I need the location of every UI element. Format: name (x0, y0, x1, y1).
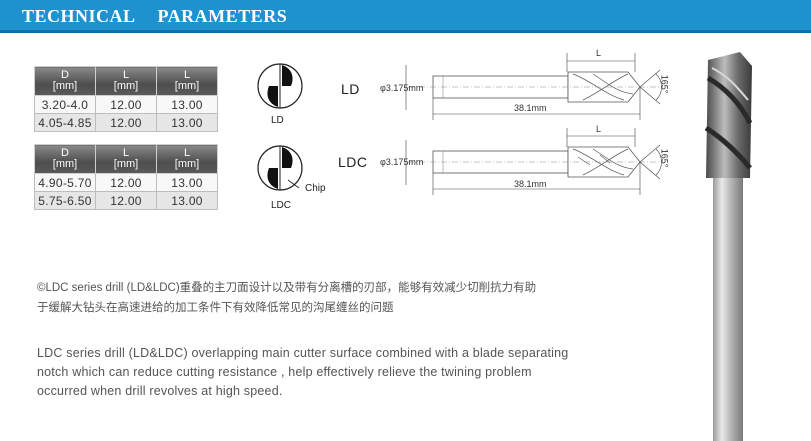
table-cell: 5.75-6.50 (34, 191, 96, 210)
ldc-cross-section-caption: LDC (271, 200, 292, 211)
description-en-line-2: notch which can reduce cutting resistanc… (37, 365, 532, 379)
description-cn-line-1: ©LDC series drill (LD&LDC)重叠的主刀面设计以及带有分离… (37, 282, 537, 294)
description-en-line-3: occurred when drill revolves at high spe… (37, 384, 283, 398)
ldc-chip-label: Chip (305, 183, 326, 194)
ld-type-label: LD (341, 81, 360, 97)
table-cell: 13.00 (156, 191, 218, 210)
ldc-flute-length-label: L (596, 124, 602, 134)
ldc-shank-diameter: φ3.175mm (380, 157, 424, 167)
ldc-point-angle: 165° (659, 148, 670, 168)
table-cell: 12.00 (95, 173, 157, 192)
ldc-cross-section-drawing (257, 145, 303, 191)
table-cell: 12.00 (95, 191, 157, 210)
column-header-l: L[mm] (95, 144, 157, 174)
column-header-l-total: L[mm] (156, 144, 218, 174)
column-header-l: L[mm] (95, 66, 157, 96)
ld-flute-length-label: L (596, 48, 602, 58)
table-cell: 13.00 (156, 113, 218, 132)
ld-point-angle: 165° (659, 74, 670, 94)
column-header-d: D[mm] (34, 66, 96, 96)
table-cell: 12.00 (95, 113, 157, 132)
description-cn-line-2: 于缓解大钻头在高速进给的加工条件下有效降低常见的沟尾缠丝的问题 (37, 302, 394, 314)
column-header-l-total: L[mm] (156, 66, 218, 96)
table-cell: 12.00 (95, 95, 157, 114)
ld-shank-diameter: φ3.175mm (380, 83, 424, 93)
table-cell: 13.00 (156, 173, 218, 192)
ldc-type-label: LDC (338, 154, 368, 170)
ld-cross-section-drawing (257, 63, 303, 109)
section-header: TECHNICAL PARAMETERS (0, 0, 811, 33)
spec-table-1: D[mm] L[mm] L[mm] 3.20-4.0 12.00 13.00 4… (34, 66, 218, 132)
section-title: TECHNICAL PARAMETERS (22, 6, 288, 26)
table-cell: 4.90-5.70 (34, 173, 96, 192)
table-header-row: D[mm] L[mm] L[mm] (34, 66, 218, 96)
table-row: 3.20-4.0 12.00 13.00 (34, 95, 218, 114)
table-cell: 3.20-4.0 (34, 95, 96, 114)
table-row: 4.90-5.70 12.00 13.00 (34, 173, 218, 192)
table-row: 4.05-4.85 12.00 13.00 (34, 113, 218, 132)
ld-total-length: 38.1mm (514, 103, 547, 113)
table-cell: 4.05-4.85 (34, 113, 96, 132)
column-header-d: D[mm] (34, 144, 96, 174)
ld-cross-section-caption: LD (271, 115, 284, 126)
drill-product-image (704, 52, 753, 441)
ld-side-drawing (405, 53, 663, 120)
ldc-total-length: 38.1mm (514, 179, 547, 189)
description-en-line-1: LDC series drill (LD&LDC) overlapping ma… (37, 346, 569, 360)
spec-table-2: D[mm] L[mm] L[mm] 4.90-5.70 12.00 13.00 … (34, 144, 218, 210)
table-row: 5.75-6.50 12.00 13.00 (34, 191, 218, 210)
table-cell: 13.00 (156, 95, 218, 114)
ldc-side-drawing (405, 128, 663, 195)
table-header-row: D[mm] L[mm] L[mm] (34, 144, 218, 174)
